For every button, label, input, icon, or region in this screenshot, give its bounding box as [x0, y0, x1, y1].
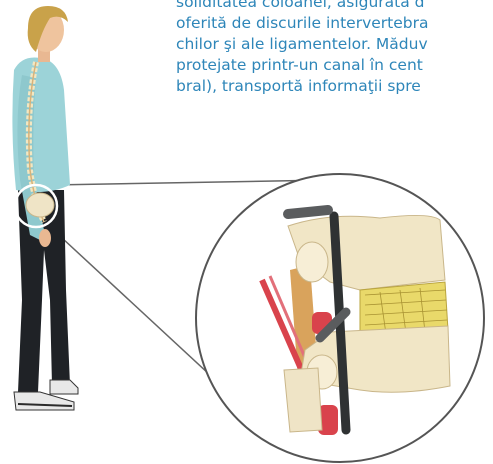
text-line: bral), transportă informaţii spre [176, 77, 421, 95]
callout-line-top [51, 179, 331, 186]
article-text: soliditatea coloanei, asigurată d oferit… [176, 0, 493, 97]
text-line: protejate printr-un canal în cent [176, 56, 423, 74]
highlight-circle [13, 183, 59, 229]
text-line: soliditatea coloanei, asigurată d [176, 0, 425, 11]
text-line: oferită de discurile intervertebra [176, 14, 429, 32]
zoom-callout [195, 173, 485, 463]
woman-figure [12, 6, 79, 411]
text-line: chilor şi ale ligamentelor. Măduv [176, 35, 428, 53]
